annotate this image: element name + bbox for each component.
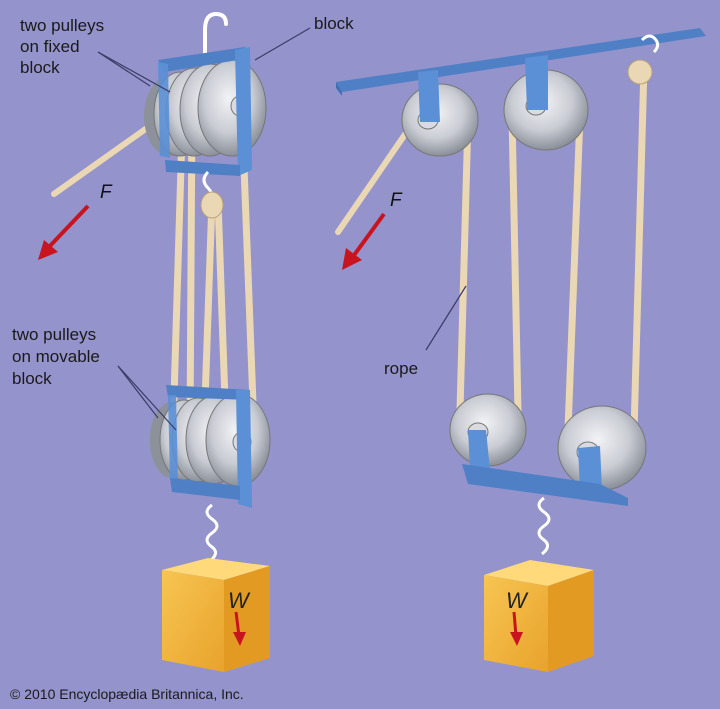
right-ropes [456, 62, 648, 436]
beam-hook [640, 34, 660, 54]
right-weight-hook [537, 496, 551, 556]
force-arrowhead-left [38, 240, 58, 260]
fixed-pulleys-label-2: on fixed [20, 37, 80, 56]
weight-arrowhead-right [510, 632, 523, 646]
rope-knot [200, 191, 224, 219]
fixed-pulleys-label-3: block [20, 58, 60, 77]
leader-lines [97, 27, 467, 431]
force-arrow-left [46, 204, 90, 250]
movable-pulley-stack [150, 393, 271, 487]
block-label: block [314, 14, 354, 33]
force-arrowhead-right [342, 248, 362, 270]
force-arrow-right [350, 212, 386, 260]
bracket-1 [418, 70, 440, 122]
copyright: © 2010 Encyclopædia Britannica, Inc. [10, 686, 244, 702]
beam-knot [627, 59, 653, 85]
movable-pulleys-label-1: two pulleys [12, 325, 96, 344]
movable-pulleys-label-2: on movable [12, 347, 100, 366]
fixed-pulleys-label-1: two pulleys [20, 16, 104, 35]
rope-label: rope [384, 359, 418, 378]
weight-arrowhead-left [233, 632, 246, 646]
force-label-left: F [100, 182, 113, 203]
force-arrows [38, 204, 523, 646]
labels: two pulleys on fixed block block two pul… [10, 14, 529, 702]
bracket-2 [525, 55, 548, 110]
right-pulley-system [335, 28, 706, 672]
top-hook [203, 11, 228, 58]
right-weight [484, 560, 594, 672]
weight-label-left: W [228, 588, 251, 613]
left-pulley-system [51, 11, 271, 672]
movable-block [166, 385, 252, 508]
left-weight [162, 558, 270, 672]
bottom-beam [462, 430, 628, 506]
movable-pulleys-label-3: block [12, 369, 52, 388]
right-pull-rope [335, 127, 411, 235]
weight-label-right: W [506, 588, 529, 613]
fixed-block [158, 47, 252, 176]
left-weight-hook [205, 503, 219, 563]
force-label-right: F [390, 190, 403, 211]
